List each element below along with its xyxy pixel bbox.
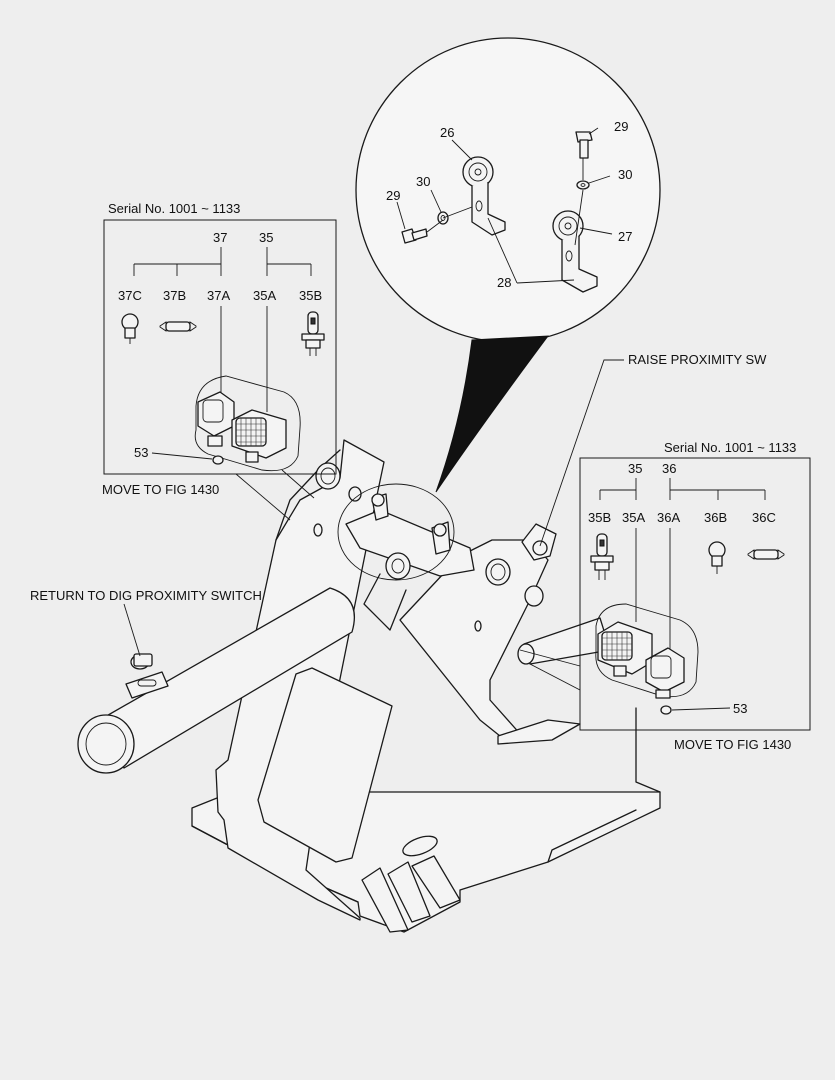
bulb-36c-icon <box>747 549 785 560</box>
callout-35b-left: 35B <box>299 288 322 303</box>
return-switch-callout: RETURN TO DIG PROXIMITY SWITCH <box>30 588 262 657</box>
callout-35b-right: 35B <box>588 510 611 525</box>
callout-36: 36 <box>662 461 676 476</box>
bracket-26 <box>462 156 506 236</box>
callout-26: 26 <box>440 125 454 140</box>
callout-53-left: 53 <box>134 445 148 460</box>
move-label-left: MOVE TO FIG 1430 <box>102 482 219 497</box>
callout-37b: 37B <box>163 288 186 303</box>
return-proximity-switch <box>125 653 169 699</box>
callout-35-left: 35 <box>259 230 273 245</box>
callout-53-right: 53 <box>733 701 747 716</box>
return-switch-label: RETURN TO DIG PROXIMITY SWITCH <box>30 588 262 603</box>
bulb-35b-right-icon <box>590 533 614 580</box>
bolt-29-top <box>575 131 593 159</box>
callout-37c: 37C <box>118 288 142 303</box>
washer-53-right <box>660 705 672 715</box>
bracket-27 <box>552 210 598 293</box>
callout-35a-right: 35A <box>622 510 645 525</box>
raise-switch-label: RAISE PROXIMITY SW <box>628 352 767 367</box>
raise-switch-callout: RAISE PROXIMITY SW <box>539 352 767 547</box>
callout-28: 28 <box>497 275 511 290</box>
bulb-35b-left-icon <box>301 311 325 356</box>
raise-proximity-switch <box>521 523 557 561</box>
callout-30-right: 30 <box>618 167 632 182</box>
callout-29-left: 29 <box>386 188 400 203</box>
work-lamp-36-right <box>645 647 685 699</box>
detail-region-ring <box>337 483 455 581</box>
work-lamp-35-left <box>231 409 287 463</box>
bulb-37b-icon <box>159 321 197 332</box>
callout-36a: 36A <box>657 510 680 525</box>
work-lamp-37-left <box>197 391 235 447</box>
callout-35a-left: 35A <box>253 288 276 303</box>
callout-36c: 36C <box>752 510 776 525</box>
detail-circle <box>355 37 661 343</box>
move-label-right: MOVE TO FIG 1430 <box>674 737 791 752</box>
left-inset: Serial No. 1001 ~ 1133 MOVE TO FIG 1430 … <box>102 201 337 521</box>
machine-frame <box>77 439 661 933</box>
callout-27: 27 <box>618 229 632 244</box>
detail-circle-group: 26 29 30 27 28 30 29 <box>355 37 661 493</box>
right-inset-box <box>579 457 811 731</box>
callout-36b: 36B <box>704 510 727 525</box>
work-lamp-35-right <box>597 621 653 677</box>
callout-37a: 37A <box>207 288 230 303</box>
detail-pointer <box>435 335 550 493</box>
serial-label-right: Serial No. 1001 ~ 1133 <box>664 440 796 455</box>
bolt-29-left <box>401 228 428 244</box>
serial-label-left: Serial No. 1001 ~ 1133 <box>108 201 240 216</box>
washer-30-right <box>576 180 590 190</box>
callout-37: 37 <box>213 230 227 245</box>
bulb-37c-icon <box>121 313 139 344</box>
right-inset: Serial No. 1001 ~ 1133 MOVE TO FIG 1430 … <box>519 440 811 752</box>
callout-35-right: 35 <box>628 461 642 476</box>
left-inset-box <box>103 219 337 475</box>
callout-30-left: 30 <box>416 174 430 189</box>
washer-53-left <box>212 455 224 465</box>
bulb-36b-icon <box>708 541 726 574</box>
callout-29-top: 29 <box>614 119 628 134</box>
